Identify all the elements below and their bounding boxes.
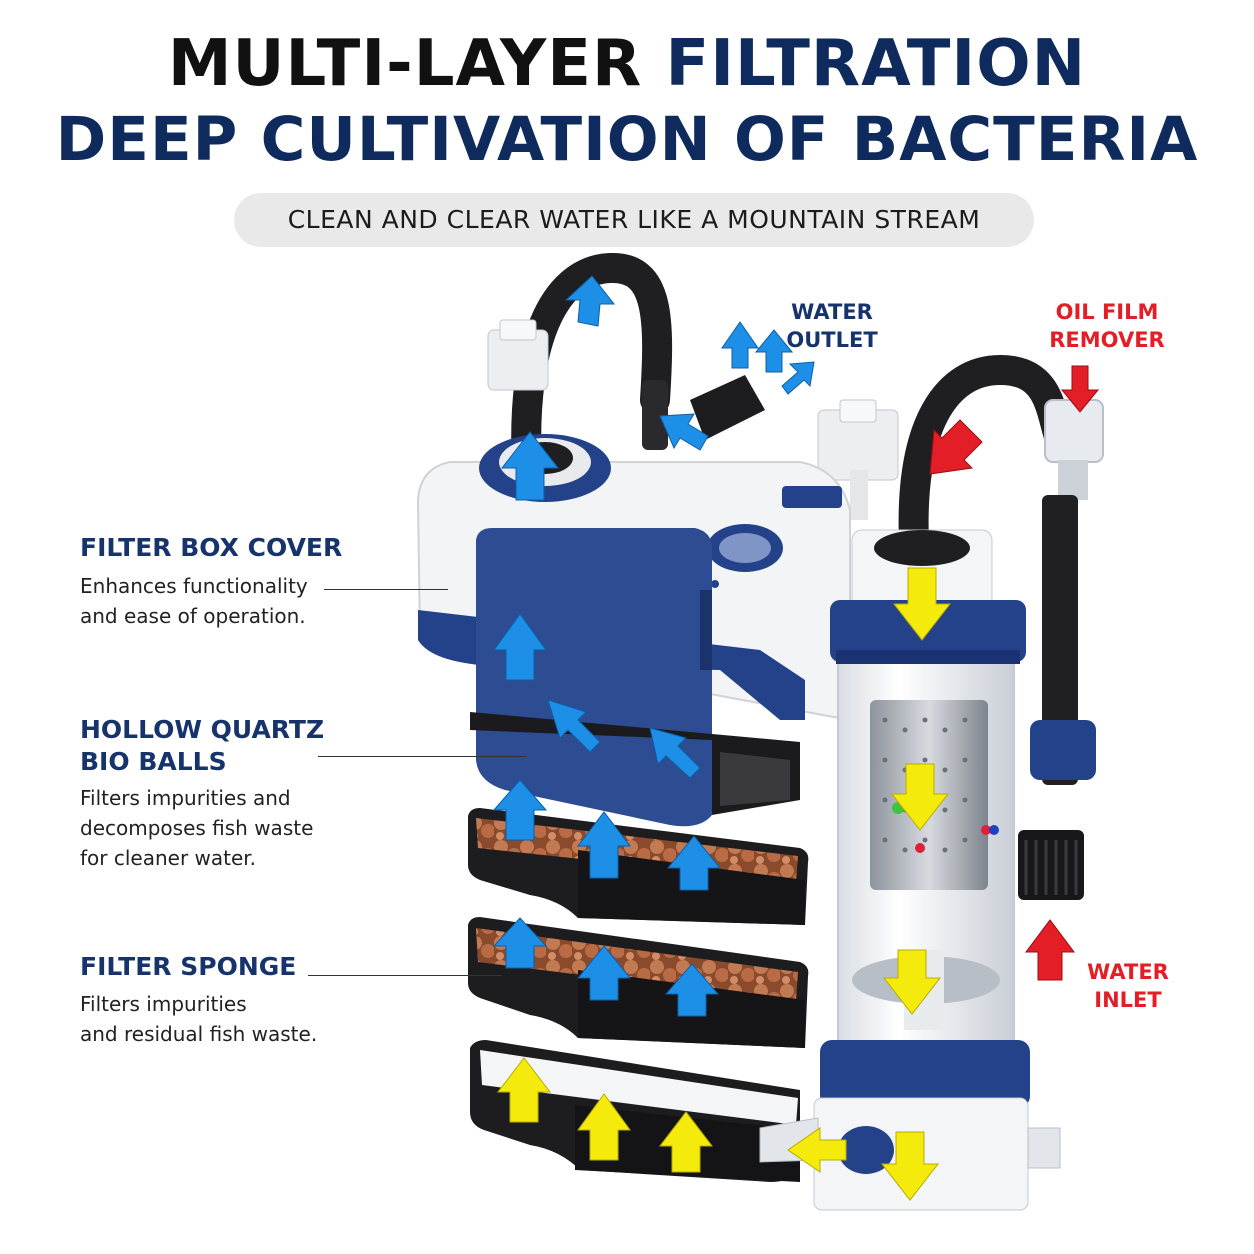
filter-box-cover-desc-line1: Enhances functionality	[80, 574, 308, 598]
oil-film-remover-callout: OIL FILM REMOVER	[1044, 298, 1170, 354]
blue-flow-arrows	[492, 275, 815, 1017]
filter-sponge-desc-line1: Filters impurities	[80, 992, 247, 1016]
water-outlet-line2: OUTLET	[786, 328, 878, 352]
blue-front-panel	[476, 528, 712, 827]
bio-balls-leader-line	[318, 756, 526, 757]
filter-sponge-title: FILTER SPONGE	[80, 952, 297, 981]
bio-balls-desc-line2: decomposes fish waste	[80, 816, 314, 840]
water-inlet-callout: WATER INLET	[1078, 958, 1178, 1014]
water-inlet-line2: INLET	[1094, 988, 1162, 1012]
mounting-clip-right	[817, 399, 899, 520]
tray-bio-balls-lower	[468, 917, 809, 1048]
water-outlet-callout: WATER OUTLET	[772, 298, 892, 354]
bio-balls-desc-line1: Filters impurities and	[80, 786, 291, 810]
subtitle-pill: CLEAN AND CLEAR WATER LIKE A MOUNTAIN ST…	[234, 193, 1034, 247]
canister-column	[759, 529, 1061, 1211]
bio-balls-desc-line3: for cleaner water.	[80, 846, 257, 870]
water-inlet-line1: WATER	[1087, 960, 1169, 984]
water-outlet-line1: WATER	[791, 300, 873, 324]
bio-balls-title-line2: BIO BALLS	[80, 747, 227, 776]
oil-film-remover-line2: REMOVER	[1049, 328, 1165, 352]
main-title-line2: DEEP CULTIVATION OF BACTERIA	[55, 104, 1199, 175]
filter-sponge-desc-line2: and residual fish waste.	[80, 1022, 318, 1046]
title-part-black: MULTI-LAYER	[167, 27, 666, 101]
subtitle-text: CLEAN AND CLEAR WATER LIKE A MOUNTAIN ST…	[287, 205, 981, 234]
tray-top	[470, 712, 800, 815]
filter-box-cover-title: FILTER BOX COVER	[80, 533, 343, 562]
mounting-clip-left	[487, 319, 549, 391]
outlet-nozzle	[690, 375, 765, 440]
oil-film-remover-line1: OIL FILM	[1055, 300, 1159, 324]
title-part-blue: FILTRATION	[665, 27, 1087, 101]
filter-sponge-leader-line	[308, 975, 502, 976]
main-title-line1: MULTI-LAYER FILTRATION	[0, 24, 1254, 104]
red-flow-arrows	[929, 365, 1100, 981]
filter-box-cover-desc-line2: and ease of operation.	[80, 604, 306, 628]
oil-film-remover	[1018, 399, 1104, 900]
bio-balls-title-line1: HOLLOW QUARTZ	[80, 715, 325, 744]
yellow-flow-arrows	[496, 567, 952, 1201]
filter-box-cover-leader-line	[324, 589, 448, 590]
